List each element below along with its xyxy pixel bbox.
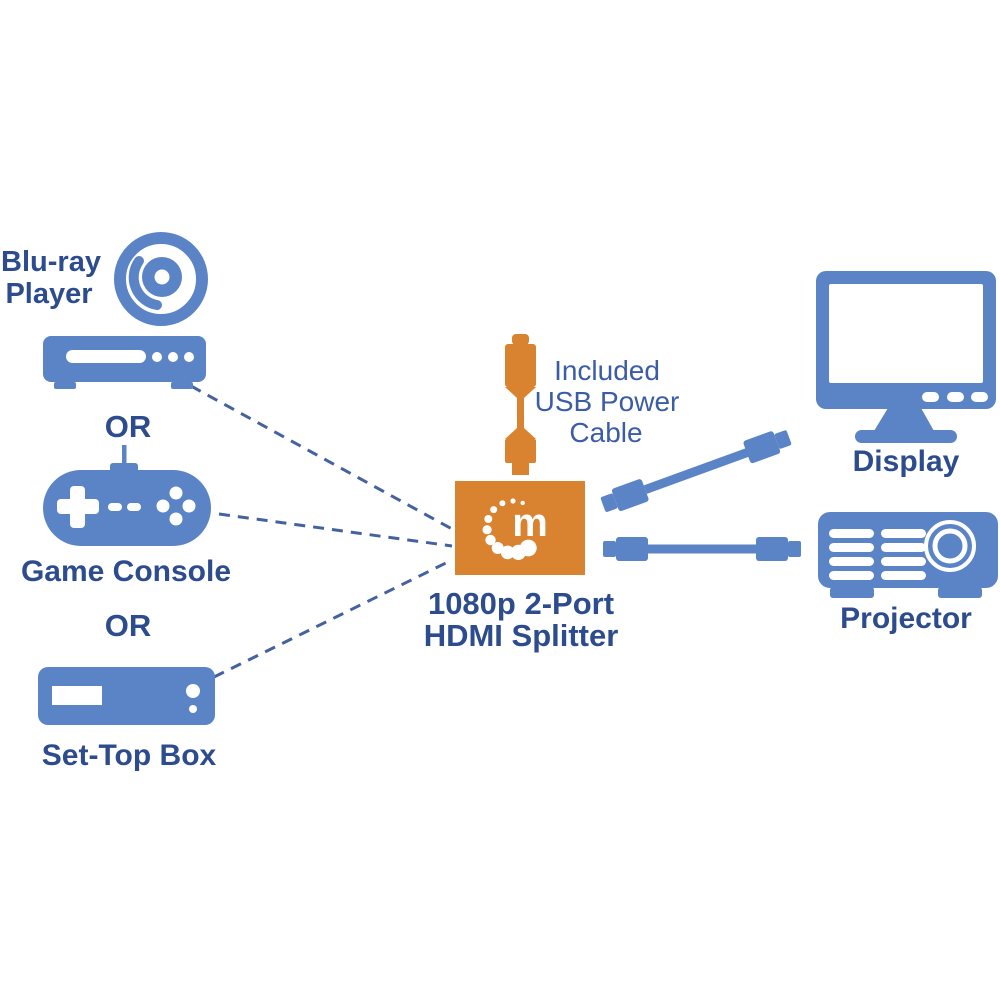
player-tray-slot bbox=[66, 350, 146, 363]
hdmi-plug-tip bbox=[788, 541, 801, 557]
hdmi-plug-tip bbox=[774, 430, 792, 449]
usb-note-line3: Cable bbox=[569, 417, 642, 448]
disc-hole bbox=[154, 269, 170, 285]
usb-plug-body bbox=[505, 344, 536, 387]
monitor-screen bbox=[829, 284, 983, 383]
player-button bbox=[152, 352, 162, 362]
settop-label: Set-Top Box bbox=[42, 739, 217, 772]
or-label-1: OR bbox=[105, 409, 152, 444]
monitor-button bbox=[922, 392, 939, 402]
hdmi-plug-body bbox=[611, 479, 649, 511]
hdmi-plug-body bbox=[616, 537, 648, 561]
action-button bbox=[182, 499, 196, 513]
settop-power-button bbox=[186, 684, 200, 698]
player-foot bbox=[54, 382, 76, 389]
monitor-stand-base bbox=[855, 430, 957, 443]
projector-vents bbox=[829, 529, 926, 580]
monitor-button bbox=[947, 392, 964, 402]
projector-icon bbox=[818, 512, 998, 598]
bluray-disc-icon bbox=[114, 232, 208, 326]
connection-line-game-console bbox=[218, 512, 453, 548]
connection-line-settop bbox=[213, 558, 453, 679]
hdmi-cable-wire bbox=[648, 544, 758, 554]
usb-plug-cap bbox=[512, 462, 529, 475]
usb-note-line1: Included bbox=[554, 355, 660, 386]
connection-lines bbox=[190, 384, 453, 679]
bluray-player-icon bbox=[43, 336, 206, 389]
hdmi-cable-projector bbox=[603, 537, 801, 561]
projector-lens-outer-ring bbox=[924, 520, 976, 572]
monitor-stand-neck bbox=[874, 408, 934, 431]
settop-led bbox=[189, 705, 197, 713]
dpad-icon bbox=[70, 486, 85, 528]
splitter-label-line1: 1080p 2-Port bbox=[428, 586, 614, 621]
usb-plug-taper bbox=[505, 428, 536, 439]
settop-body bbox=[38, 667, 215, 725]
player-foot bbox=[171, 382, 193, 389]
game-console-label: Game Console bbox=[21, 555, 231, 588]
manhattan-logo: m bbox=[482, 498, 548, 561]
bluray-label-line1: Blu-ray bbox=[1, 246, 101, 278]
select-button bbox=[108, 503, 122, 511]
display-icon bbox=[816, 271, 996, 443]
display-label: Display bbox=[853, 445, 960, 478]
usb-plug-cap bbox=[512, 334, 529, 345]
usb-note-line2: USB Power bbox=[535, 386, 680, 417]
hdmi-plug-tip bbox=[603, 541, 616, 557]
usb-cable-wire bbox=[517, 397, 524, 429]
hdmi-cable-display bbox=[600, 430, 792, 512]
or-label-2: OR bbox=[105, 608, 152, 643]
projector-foot bbox=[830, 587, 874, 598]
controller-wire bbox=[122, 445, 127, 467]
projector-foot bbox=[938, 587, 982, 598]
usb-power-cable-icon bbox=[505, 334, 536, 475]
usb-plug-body bbox=[505, 439, 536, 463]
start-button bbox=[127, 503, 141, 511]
action-button bbox=[169, 512, 183, 526]
disc-shine-arc bbox=[128, 256, 162, 310]
settop-box-icon bbox=[38, 667, 215, 725]
game-console-icon bbox=[43, 445, 211, 546]
projector-lens-inner-ring bbox=[932, 528, 968, 564]
action-button bbox=[156, 499, 170, 513]
settop-display-window bbox=[52, 686, 102, 705]
action-button bbox=[169, 486, 183, 500]
hdmi-splitter-box: m bbox=[455, 481, 585, 575]
hdmi-cable-wire bbox=[643, 447, 751, 494]
connection-line-bluray bbox=[190, 384, 453, 531]
projector-label: Projector bbox=[840, 602, 972, 635]
bluray-label-line2: Player bbox=[5, 278, 92, 310]
logo-letter-m: m bbox=[512, 501, 548, 545]
hdmi-plug-body bbox=[756, 537, 788, 561]
monitor-button bbox=[971, 392, 988, 402]
splitter-label-line2: HDMI Splitter bbox=[424, 618, 619, 653]
player-button bbox=[184, 352, 194, 362]
player-button bbox=[168, 352, 178, 362]
hdmi-plug-tip bbox=[600, 493, 618, 512]
usb-plug-taper bbox=[505, 387, 536, 398]
hdmi-plug-body bbox=[743, 431, 781, 464]
